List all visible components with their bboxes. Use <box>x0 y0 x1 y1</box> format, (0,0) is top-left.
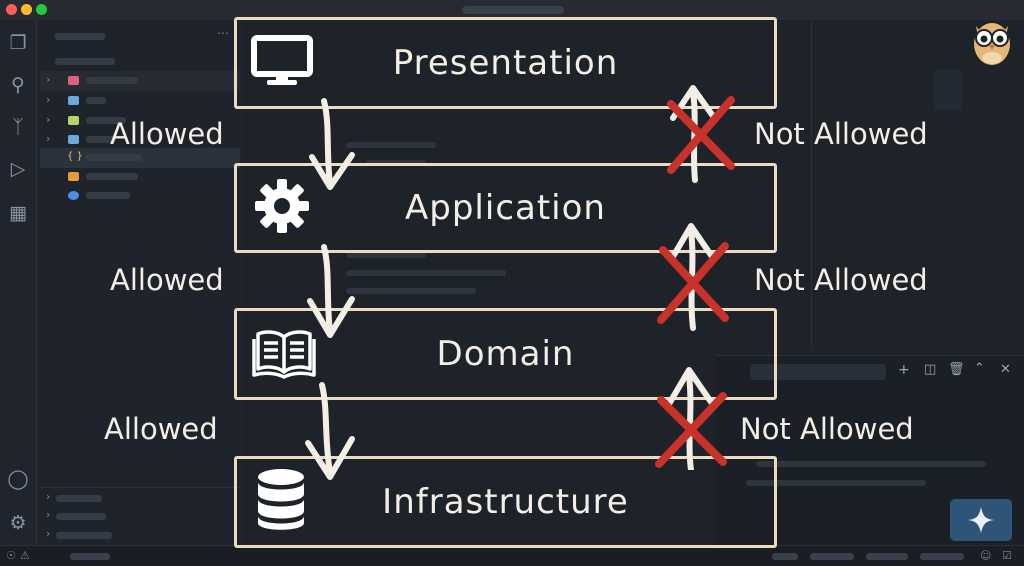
close-window-button[interactable] <box>6 4 17 15</box>
chevron-right-icon: › <box>46 113 51 126</box>
collapsed-section[interactable]: › <box>40 506 240 526</box>
title-bar <box>0 0 1024 20</box>
more-actions-icon[interactable]: ⋯ <box>217 26 229 40</box>
cross-icon <box>667 96 735 174</box>
chevron-right-icon: › <box>46 490 51 503</box>
status-bar: ☉ ⚠ ☺ ☑ <box>0 545 1024 566</box>
monitor-icon <box>251 35 313 91</box>
chevron-up-icon[interactable]: ⌃ <box>974 361 985 376</box>
folder-icon <box>68 135 79 144</box>
allowed-label: Allowed <box>104 412 218 446</box>
allowed-label: Allowed <box>110 117 224 151</box>
source-control-icon[interactable]: ᛉ <box>12 116 24 138</box>
chevron-right-icon: › <box>46 527 51 540</box>
layer-domain: Domain <box>234 308 777 400</box>
allowed-label: Allowed <box>110 263 224 297</box>
tree-item[interactable]: › <box>40 111 240 131</box>
run-debug-icon[interactable]: ▷ <box>10 158 26 180</box>
folder-icon <box>68 96 79 105</box>
owl-logo <box>968 14 1016 68</box>
tree-item-selected[interactable]: { } <box>40 148 240 168</box>
chevron-right-icon: › <box>46 132 51 145</box>
extensions-icon[interactable]: ▦ <box>9 202 27 224</box>
down-arrow-icon <box>305 382 355 480</box>
json-file-icon: { } <box>67 151 83 162</box>
tree-item[interactable]: › <box>40 130 240 150</box>
settings-gear-icon[interactable]: ⚙ <box>9 512 27 534</box>
layer-label: Application <box>405 188 606 228</box>
not-allowed-label: Not Allowed <box>754 117 928 151</box>
status-errors-icon[interactable]: ⚠ <box>20 549 30 562</box>
split-icon[interactable]: ◫ <box>924 362 937 377</box>
tree-item[interactable]: › <box>40 71 240 91</box>
info-file-icon <box>68 191 79 200</box>
not-allowed-arrows <box>655 85 735 470</box>
status-remote-icon[interactable]: ☉ <box>6 549 16 562</box>
cross-icon <box>655 392 727 468</box>
close-icon[interactable]: ✕ <box>1000 362 1011 377</box>
book-icon <box>251 325 317 383</box>
layer-presentation: Presentation <box>234 17 777 109</box>
panel-select[interactable] <box>750 364 886 380</box>
file-icon <box>68 172 79 181</box>
layer-label: Infrastructure <box>382 482 629 522</box>
layer-application: Application <box>234 163 777 253</box>
layer-infrastructure: Infrastructure <box>234 456 777 548</box>
not-allowed-label: Not Allowed <box>740 412 914 446</box>
collapsed-section[interactable]: › <box>40 487 240 508</box>
files-icon[interactable]: ❐ <box>9 32 27 54</box>
minimize-window-button[interactable] <box>21 4 32 15</box>
maximize-window-button[interactable] <box>36 4 47 15</box>
add-icon[interactable]: + <box>898 362 910 378</box>
collapsed-section[interactable]: › <box>40 525 240 545</box>
account-icon[interactable]: ◯ <box>7 468 29 490</box>
layer-label: Domain <box>436 334 575 374</box>
chevron-right-icon: › <box>46 73 51 86</box>
folder-icon <box>68 116 79 125</box>
database-icon <box>255 468 307 536</box>
tree-item[interactable] <box>40 167 240 187</box>
tree-item[interactable] <box>40 186 240 206</box>
explorer-sidebar: ⋯ <box>37 20 245 545</box>
ai-assistant-button[interactable] <box>950 499 1012 541</box>
feedback-icon[interactable]: ☺ <box>980 549 992 562</box>
cross-icon <box>657 242 729 324</box>
search-icon[interactable]: ⚲ <box>11 74 25 96</box>
chevron-right-icon: › <box>46 93 51 106</box>
window-title-placeholder <box>462 6 564 14</box>
activity-bar: ❐ ⚲ ᛉ ▷ ▦ ◯ ⚙ <box>0 20 37 545</box>
explorer-header-placeholder <box>55 33 105 40</box>
down-arrow-icon <box>309 98 355 190</box>
not-allowed-label: Not Allowed <box>754 263 928 297</box>
chevron-right-icon: › <box>46 508 51 521</box>
folder-header-placeholder <box>55 58 115 65</box>
folder-icon <box>68 76 79 85</box>
gear-icon <box>253 177 311 239</box>
layer-label: Presentation <box>392 43 619 83</box>
down-arrow-icon <box>307 244 355 338</box>
trash-icon[interactable]: 🗑 <box>948 362 965 377</box>
tree-item[interactable]: › <box>40 91 240 111</box>
notifications-icon[interactable]: ☑ <box>1002 549 1012 562</box>
allowed-arrows <box>305 98 355 480</box>
